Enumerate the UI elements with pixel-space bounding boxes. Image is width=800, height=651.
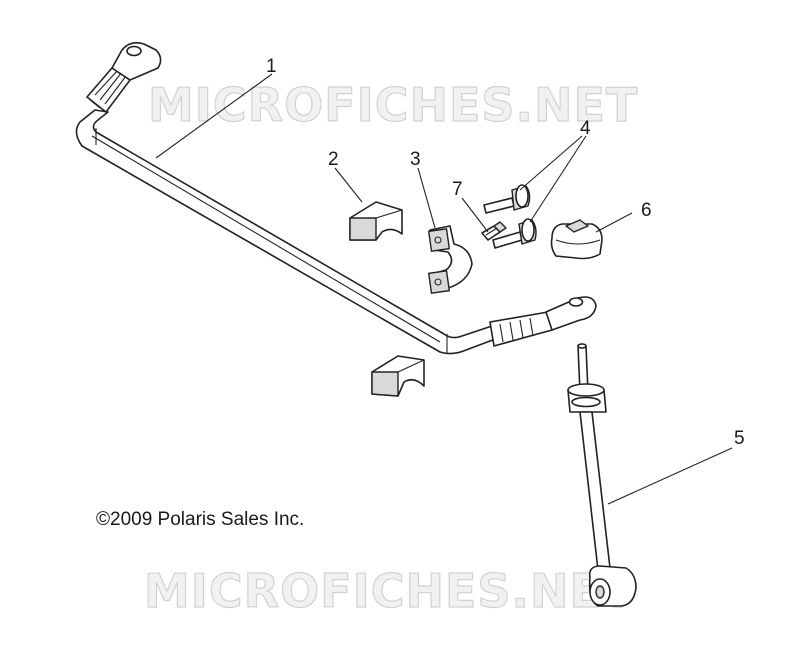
- part-7-grease-fitting: [481, 221, 507, 241]
- callout-2: 2: [328, 149, 339, 170]
- copyright-text: ©2009 Polaris Sales Inc.: [96, 509, 304, 530]
- part-4-bolt-lower: [492, 218, 537, 249]
- callout-4: 4: [580, 118, 591, 139]
- watermark-bottom: MICROFICHES.NET: [144, 564, 634, 618]
- part-6-nut: [550, 219, 603, 260]
- callout-6: 6: [641, 200, 652, 221]
- watermark-top: MICROFICHES.NET: [148, 78, 638, 132]
- part-3-clamp: [427, 225, 473, 294]
- part-2-bushing-lower: [371, 355, 425, 397]
- part-5-link: [567, 343, 637, 607]
- part-2-bushing: [349, 201, 403, 241]
- part-4-bolt-upper: [483, 184, 531, 214]
- callout-3: 3: [410, 149, 421, 170]
- part-1-stabilizer-bar: [75, 42, 597, 355]
- callout-5: 5: [734, 428, 745, 449]
- leader-lines: [155, 73, 733, 505]
- callout-7: 7: [452, 179, 463, 200]
- callout-1: 1: [266, 56, 277, 77]
